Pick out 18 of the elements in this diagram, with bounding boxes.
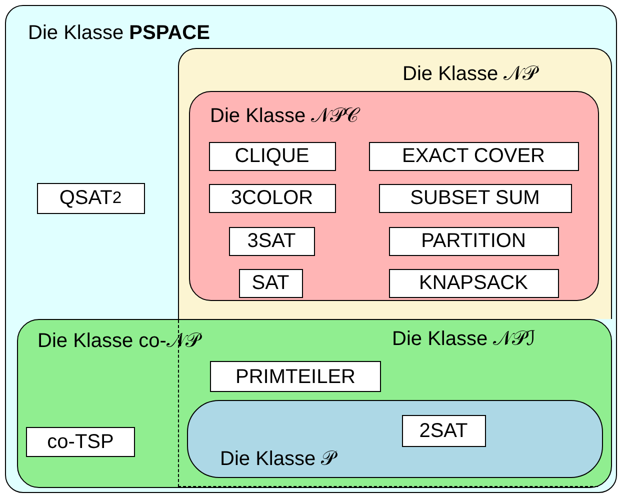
- problem-box: 3SAT: [228, 226, 314, 256]
- problem-box: 2SAT: [402, 414, 486, 446]
- set-region: [189, 91, 599, 301]
- set-region: [178, 48, 612, 318]
- region-title: Die Klasse 𝒫: [220, 449, 336, 469]
- problem-box: EXACT COVER: [368, 142, 578, 170]
- problem-box: SAT: [238, 268, 302, 298]
- region-title: Die Klasse PSPACE: [28, 23, 210, 43]
- region-title: Die Klasse co-𝒩𝒫: [38, 330, 200, 350]
- problem-box: KNAPSACK: [388, 268, 558, 298]
- region-title: Die Klasse 𝒩𝒫ℐ: [392, 329, 536, 349]
- problem-box: co-TSP: [26, 427, 135, 457]
- problem-box: 3COLOR: [208, 184, 336, 212]
- problem-box: SUBSET SUM: [378, 184, 572, 212]
- problem-box: CLIQUE: [208, 142, 336, 170]
- region-title: Die Klasse 𝒩𝒫: [402, 64, 537, 84]
- region-title: Die Klasse 𝒩𝒫𝒞: [210, 106, 360, 126]
- problem-box: PARTITION: [388, 226, 558, 256]
